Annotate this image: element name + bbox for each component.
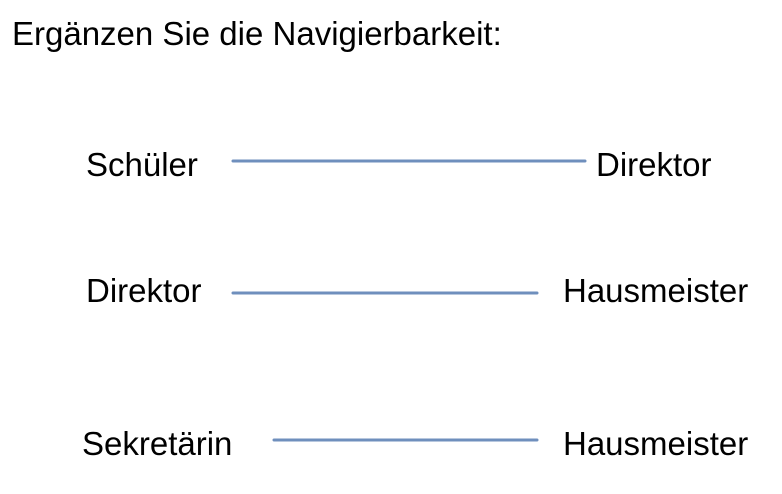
class-label-hausmeister: Hausmeister: [563, 272, 749, 309]
class-label-sekretaerin: Sekretärin: [82, 425, 233, 462]
class-label-hausmeister: Hausmeister: [563, 425, 749, 462]
class-label-direktor: Direktor: [86, 272, 202, 309]
class-label-schueler: Schüler: [86, 146, 198, 183]
instruction-title: Ergänzen Sie die Navigierbarkeit:: [12, 15, 502, 52]
class-label-direktor: Direktor: [596, 146, 712, 183]
